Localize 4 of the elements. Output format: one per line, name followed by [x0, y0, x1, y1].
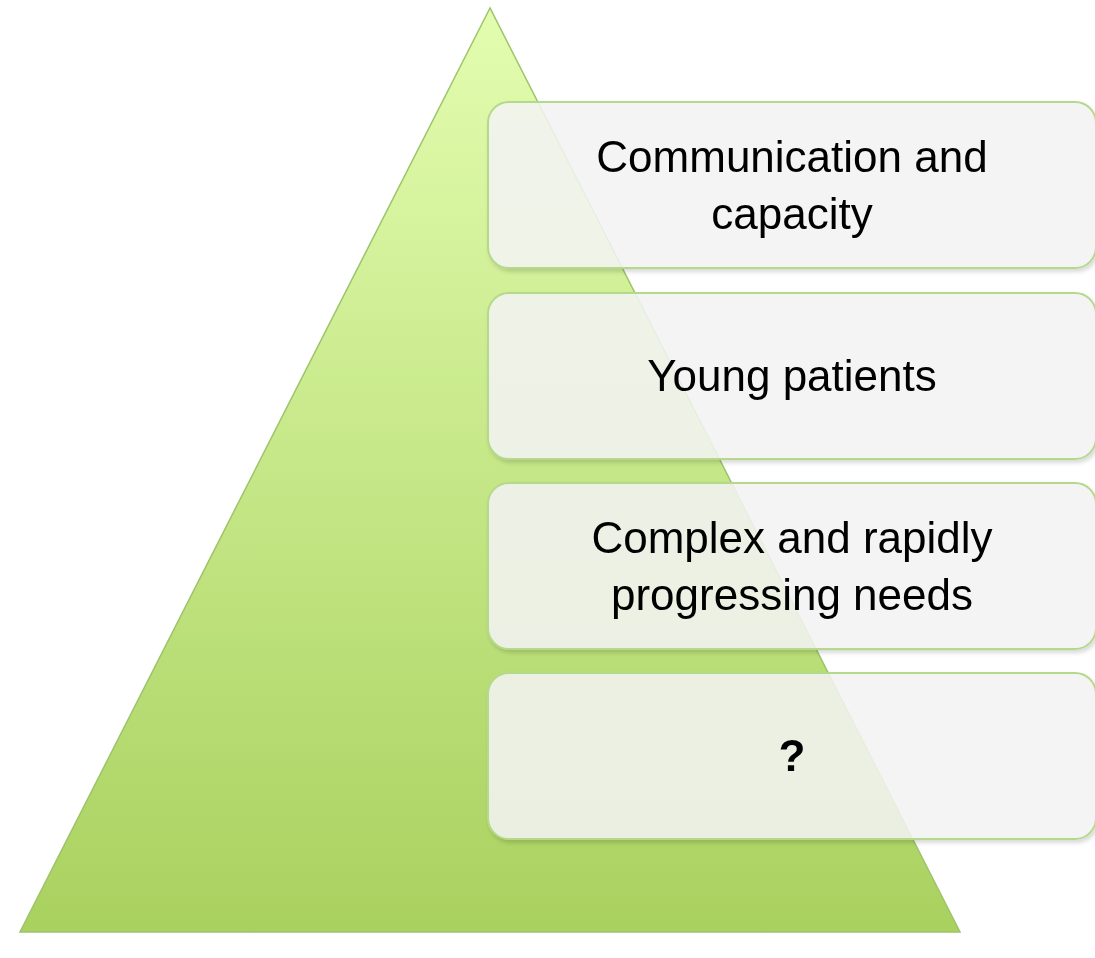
text-box: ?: [487, 672, 1095, 840]
text-box: Young patients: [487, 292, 1095, 460]
text-box: Complex and rapidly progressing needs: [487, 482, 1095, 650]
text-box: Communication and capacity: [487, 101, 1095, 269]
